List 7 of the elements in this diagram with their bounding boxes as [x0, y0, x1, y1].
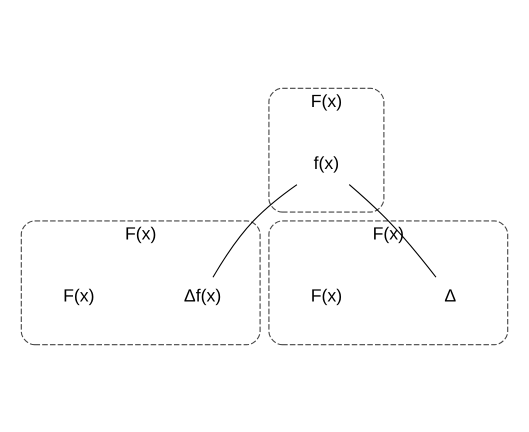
node-text: Δf(x)	[184, 284, 222, 305]
connector	[212, 184, 298, 278]
node-text: Δ	[444, 284, 456, 305]
node-label: F(x)	[310, 284, 342, 305]
node-label: F(x)	[63, 284, 94, 305]
connector	[348, 184, 436, 278]
node-text: f(x)	[314, 152, 340, 172]
